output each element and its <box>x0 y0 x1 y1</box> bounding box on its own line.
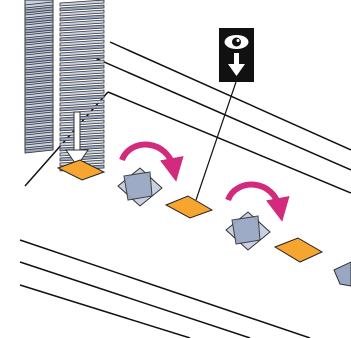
stack-layer <box>24 51 54 59</box>
rotating-plate-1 <box>117 167 163 207</box>
stack-layer <box>24 146 54 154</box>
stack-layer <box>59 119 105 127</box>
stack-layer <box>59 44 105 52</box>
stack-layer <box>24 1 54 9</box>
stack-layer <box>59 114 105 122</box>
stack-layer <box>24 81 54 89</box>
stack-layer <box>24 126 54 134</box>
stack-layer <box>24 141 54 149</box>
stack-layer <box>59 29 105 37</box>
stack-layer <box>59 64 105 72</box>
stack-layer <box>59 79 105 87</box>
rotating-plate-2 <box>225 211 271 251</box>
stack-layer <box>59 0 105 7</box>
stack-left <box>24 0 54 154</box>
stack-layer <box>59 39 105 47</box>
rotate-clockwise-icon-2 <box>225 181 290 222</box>
stack-layer <box>24 101 54 109</box>
rail-line-upper <box>94 57 351 171</box>
stack-layer <box>59 69 105 77</box>
stack-layer <box>24 16 54 24</box>
stack-layer <box>24 61 54 69</box>
stack-layer <box>24 131 54 139</box>
conveyor-rails <box>19 41 351 338</box>
eye-with-down-arrow-icon <box>219 28 254 82</box>
stack-layer <box>59 134 105 142</box>
stack-layer <box>59 34 105 42</box>
stack-layer <box>24 116 54 124</box>
stack-layer <box>59 99 105 107</box>
stack-layer <box>59 129 105 137</box>
stack-layer <box>24 36 54 44</box>
rotate-clockwise-icon-1 <box>119 141 184 182</box>
stack-layer <box>24 71 54 79</box>
stack-layer <box>24 31 54 39</box>
stack-layer <box>24 56 54 64</box>
stack-layer <box>24 26 54 34</box>
stack-layer <box>24 46 54 54</box>
rail-line-lower-1 <box>19 239 311 338</box>
stack-layer <box>59 139 105 147</box>
rail-line-middle <box>107 91 351 194</box>
stack-layer <box>24 41 54 49</box>
stack-layer <box>59 19 105 27</box>
down-arrow-icon <box>65 111 89 167</box>
stack-layer <box>59 124 105 132</box>
stack-layer <box>59 74 105 82</box>
stack-layer <box>59 94 105 102</box>
stack-layer <box>59 14 105 22</box>
stack-layer <box>24 76 54 84</box>
stack-main <box>59 0 105 172</box>
stack-layer <box>59 59 105 67</box>
stack-layer <box>24 136 54 144</box>
stack-layer <box>24 86 54 94</box>
stack-layer <box>24 11 54 19</box>
stack-layer <box>24 21 54 29</box>
callout-pointer <box>195 81 237 201</box>
stack-layer <box>24 66 54 74</box>
stack-layer <box>59 54 105 62</box>
stack-layer <box>59 49 105 57</box>
stack-layer <box>59 4 105 12</box>
stack-layer <box>59 24 105 32</box>
pad-2 <box>164 195 214 219</box>
stack-layer <box>59 89 105 97</box>
pads <box>56 159 324 263</box>
stack-layer <box>24 6 54 14</box>
rail-line-lower-3 <box>19 284 191 338</box>
stack-layer <box>59 84 105 92</box>
pad-3 <box>273 237 324 263</box>
stack-layer <box>24 106 54 114</box>
stack-layer <box>24 91 54 99</box>
stack-layer <box>59 9 105 17</box>
stack-layer <box>24 121 54 129</box>
pad-1 <box>56 159 106 181</box>
plate-partial <box>333 261 351 287</box>
stack-layer <box>59 109 105 117</box>
stack-layer <box>24 96 54 104</box>
stack-layer <box>24 111 54 119</box>
rail-line-top <box>109 41 351 151</box>
stack-layer <box>59 104 105 112</box>
rail-line-lower-2 <box>19 261 251 338</box>
